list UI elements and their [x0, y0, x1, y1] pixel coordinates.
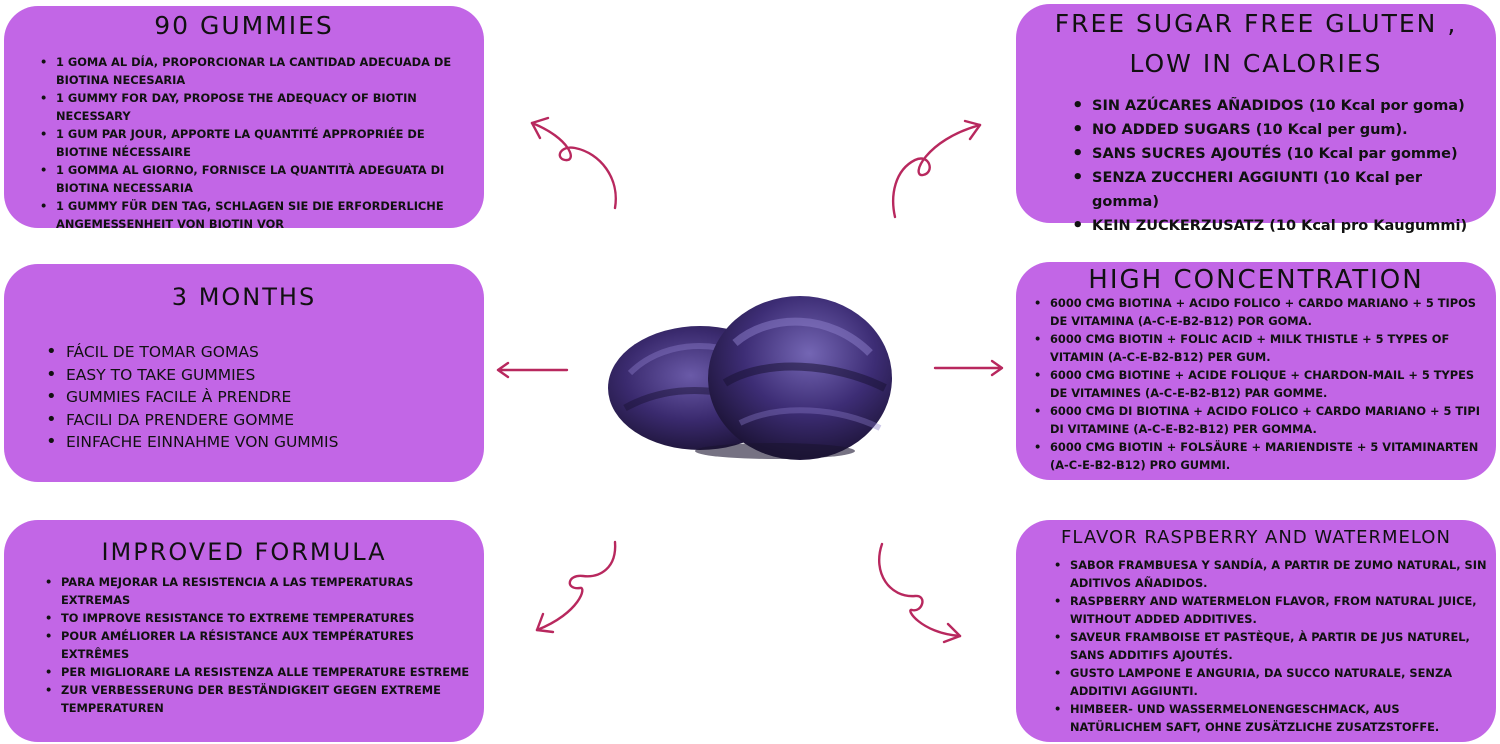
curly-arrow-icon: [530, 116, 617, 210]
list-item: POUR AMÉLIORER LA RÉSISTANCE AUX TEMPÉRA…: [45, 627, 481, 663]
card-title: FREE SUGAR FREE GLUTEN , LOW IN CALORIES: [1016, 4, 1496, 84]
card-title: HIGH CONCENTRATION: [1088, 265, 1424, 295]
list-item: KEIN ZUCKERZUSATZ (10 Kcal pro Kaugummi): [1072, 214, 1492, 238]
list-item: 1 GUM PAR JOUR, APPORTE LA QUANTITÉ APPR…: [40, 125, 476, 161]
list-item: SANS SUCRES AJOUTÉS (10 Kcal par gomme): [1072, 142, 1492, 166]
curly-arrow-icon: [892, 119, 982, 219]
bullet-list: PARA MEJORAR LA RESISTENCIA A LAS TEMPER…: [45, 573, 481, 717]
card-title: IMPROVED FORMULA: [101, 538, 387, 566]
title-line: LOW IN CALORIES: [1129, 49, 1383, 78]
list-item: ZUR VERBESSERUNG DER BESTÄNDIGKEIT GEGEN…: [45, 681, 481, 717]
bullet-list: SABOR FRAMBUESA Y SANDÍA, A PARTIR DE ZU…: [1054, 556, 1490, 736]
curly-arrow-icon: [535, 540, 617, 634]
list-item: 1 GUMMY FÜR DEN TAG, SCHLAGEN SIE DIE ER…: [40, 197, 476, 233]
bullet-list: FÁCIL DE TOMAR GOMAS EASY TO TAKE GUMMIE…: [46, 341, 466, 454]
list-item: NO ADDED SUGARS (10 Kcal per gum).: [1072, 118, 1492, 142]
gummy-image: [608, 296, 892, 460]
list-item: 6000 CMG BIOTIN + FOLIC ACID + MILK THIS…: [1034, 330, 1495, 366]
card-3-months: 3 MONTHS FÁCIL DE TOMAR GOMAS EASY TO TA…: [4, 264, 484, 482]
list-item: FÁCIL DE TOMAR GOMAS: [46, 341, 466, 364]
curly-arrow-icon: [877, 542, 962, 644]
card-title: FLAVOR RASPBERRY AND WATERMELON: [1061, 527, 1451, 548]
list-item: PARA MEJORAR LA RESISTENCIA A LAS TEMPER…: [45, 573, 481, 609]
list-item: EASY TO TAKE GUMMIES: [46, 364, 466, 387]
list-item: GUSTO LAMPONE E ANGURIA, DA SUCCO NATURA…: [1054, 664, 1490, 700]
list-item: SIN AZÚCARES AÑADIDOS (10 Kcal por goma): [1072, 94, 1492, 118]
list-item: 6000 CMG BIOTINA + ACIDO FOLICO + CARDO …: [1034, 294, 1495, 330]
list-item: SENZA ZUCCHERI AGGIUNTI (10 Kcal per gom…: [1072, 166, 1492, 214]
list-item: 1 GOMMA AL GIORNO, FORNISCE LA QUANTITÀ …: [40, 161, 476, 197]
title-line: FREE SUGAR FREE GLUTEN ,: [1054, 9, 1458, 38]
list-item: 1 GUMMY FOR DAY, PROPOSE THE ADEQUACY OF…: [40, 89, 476, 125]
list-item: FACILI DA PRENDERE GOMME: [46, 409, 466, 432]
list-item: 6000 CMG BIOTINE + ACIDE FOLIQUE + CHARD…: [1034, 366, 1495, 402]
list-item: PER MIGLIORARE LA RESISTENZA ALLE TEMPER…: [45, 663, 481, 681]
bullet-list: SIN AZÚCARES AÑADIDOS (10 Kcal por goma)…: [1072, 94, 1492, 238]
right-arrow-icon: [933, 359, 1004, 377]
bullet-list: 6000 CMG BIOTINA + ACIDO FOLICO + CARDO …: [1034, 294, 1495, 474]
list-item: SAVEUR FRAMBOISE ET PASTÈQUE, À PARTIR D…: [1054, 628, 1490, 664]
card-sugar-free: FREE SUGAR FREE GLUTEN , LOW IN CALORIES…: [1016, 4, 1496, 238]
card-flavor: FLAVOR RASPBERRY AND WATERMELON SABOR FR…: [1016, 520, 1496, 742]
card-title: 3 MONTHS: [171, 283, 317, 311]
list-item: HIMBEER- UND WASSERMELONENGESCHMACK, AUS…: [1054, 700, 1490, 736]
list-item: SABOR FRAMBUESA Y SANDÍA, A PARTIR DE ZU…: [1054, 556, 1490, 592]
card-high-concentration: HIGH CONCENTRATION 6000 CMG BIOTINA + AC…: [1016, 262, 1496, 480]
list-item: TO IMPROVE RESISTANCE TO EXTREME TEMPERA…: [45, 609, 481, 627]
bullet-list: 1 GOMA AL DÍA, PROPORCIONAR LA CANTIDAD …: [40, 53, 476, 233]
left-arrow-icon: [496, 361, 569, 379]
card-improved-formula: IMPROVED FORMULA PARA MEJORAR LA RESISTE…: [4, 520, 484, 742]
list-item: RASPBERRY AND WATERMELON FLAVOR, FROM NA…: [1054, 592, 1490, 628]
list-item: 6000 CMG BIOTIN + FOLSÄURE + MARIENDISTE…: [1034, 438, 1495, 474]
list-item: EINFACHE EINNAHME VON GUMMIS: [46, 431, 466, 454]
list-item: GUMMIES FACILE À PRENDRE: [46, 386, 466, 409]
card-title: 90 GUMMIES: [154, 11, 334, 40]
card-90-gummies: 90 GUMMIES 1 GOMA AL DÍA, PROPORCIONAR L…: [4, 6, 484, 231]
list-item: 6000 CMG DI BIOTINA + ACIDO FOLICO + CAR…: [1034, 402, 1495, 438]
list-item: 1 GOMA AL DÍA, PROPORCIONAR LA CANTIDAD …: [40, 53, 476, 89]
